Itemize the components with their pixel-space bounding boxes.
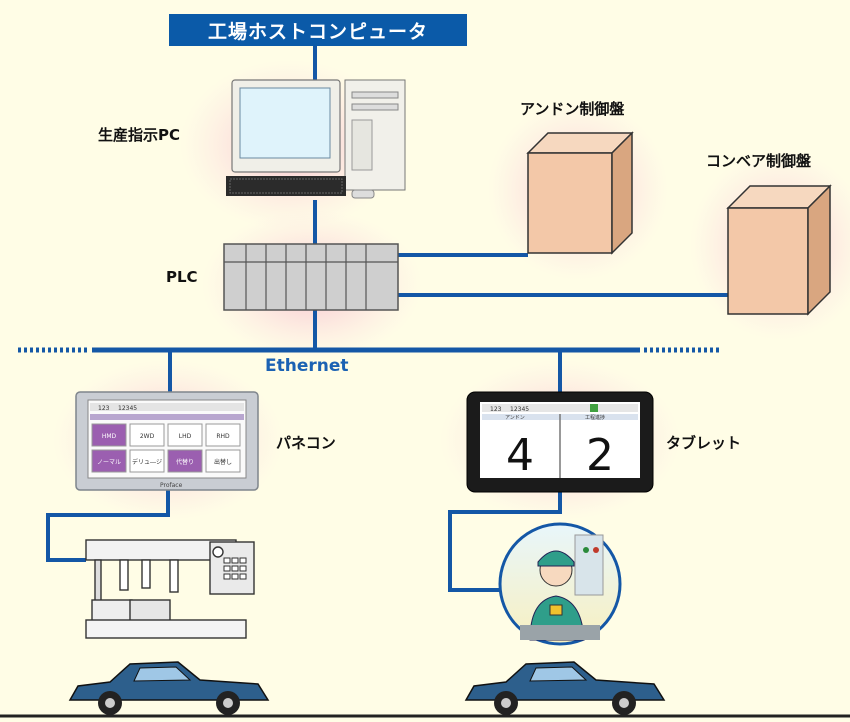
car-icon-right [464,661,666,715]
panel-button-label: 代替り [176,458,194,466]
panel-computer-icon: 123 12345 HMD 2WD LHD RHD ノーマル デリュ―ジ 代替り 出替し Pr… [75,391,259,491]
panel-button[interactable] [205,449,241,473]
tablet-icon: 123 12345 アンドン 工程進捗 4 2 [466,391,654,493]
panel-button-label: 2WD [140,433,155,440]
pc-label: 生産指示PC [98,126,181,144]
panel-brand: Proface [160,482,183,489]
tablet-left-value: 4 [506,430,534,481]
panel-button[interactable] [91,449,127,473]
panel-button-label: デリュ―ジ [132,458,162,466]
tablet-top-num1: 123 [490,406,502,413]
tablet-right-header: 工程進捗 [585,414,605,421]
pc-icon [226,79,406,199]
conveyor-control-box-icon [726,184,832,316]
panel-button-label: RHD [216,433,230,440]
panel-button[interactable] [129,449,165,473]
machine-icon [85,539,255,639]
panel-button-label: HMD [102,433,117,440]
panel-button-label: 出替し [214,458,232,466]
ethernet-label: Ethernet [265,356,349,376]
connection-lines [46,46,730,592]
panel-button[interactable] [167,423,203,447]
panel-button[interactable] [91,423,127,447]
andon-control-box-icon [526,131,634,255]
panel-button-grid: HMD 2WD LHD RHD ノーマル デリュ―ジ 代替り 出替し [91,423,241,473]
tablet-label: タブレット [666,434,742,452]
panel-button-label: LHD [179,433,192,440]
plc-label: PLC [166,268,198,286]
andon-label: アンドン制御盤 [520,100,625,118]
car-icon-left [68,661,270,715]
plc-icon [223,243,399,311]
panel-button[interactable] [129,423,165,447]
conveyor-label: コンベア制御盤 [706,152,812,170]
panel-button[interactable] [205,423,241,447]
tablet-right-value: 2 [586,430,614,481]
tablet-left-header: アンドン [505,415,525,421]
factory-host-computer-label: 工場ホストコンピュータ [169,14,467,46]
tablet-top-num2: 12345 [510,406,529,413]
panel-button[interactable] [167,449,203,473]
panel-top-num2: 12345 [118,405,137,412]
panel-top-num1: 123 [98,405,110,412]
panel-computer-label: パネコン [276,434,336,452]
panel-button-label: ノーマル [97,459,121,466]
worker-icon [498,522,622,646]
